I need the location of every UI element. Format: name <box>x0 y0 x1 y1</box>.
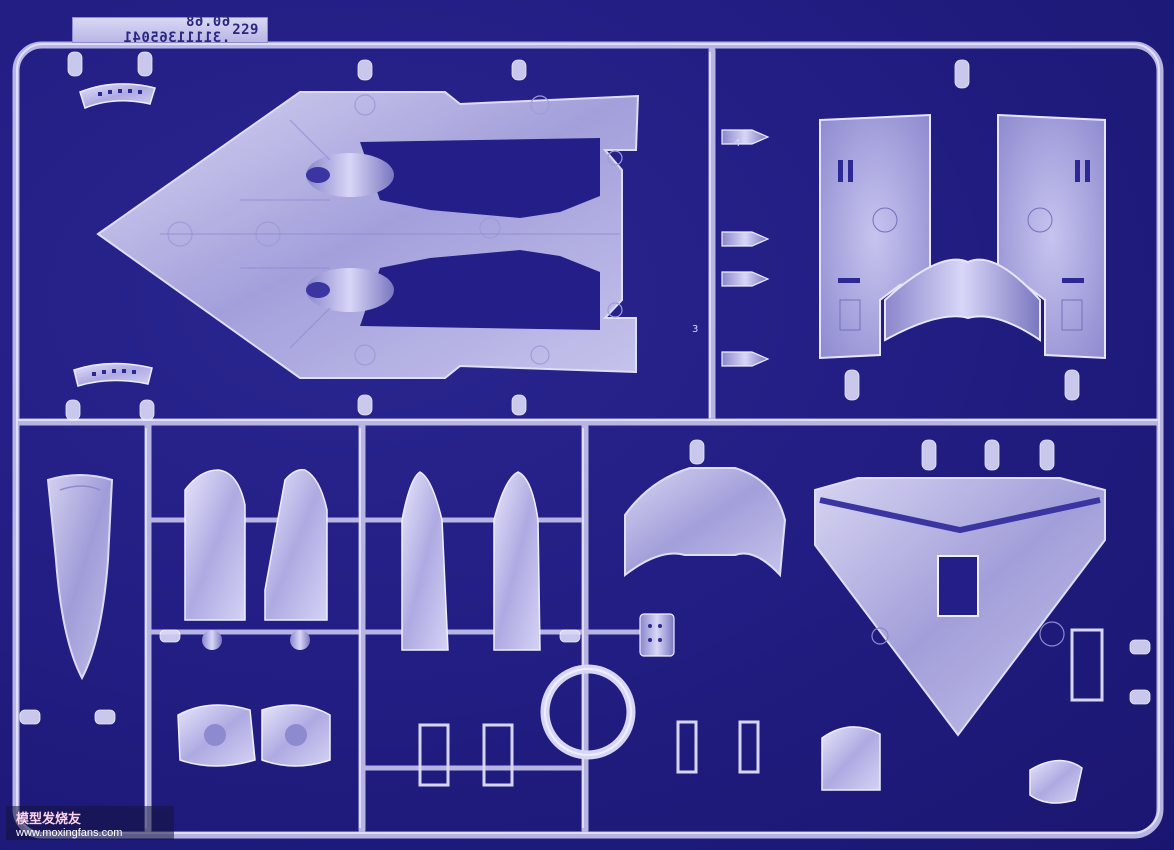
site-watermark: 模型发烧友 www.moxingfans.com <box>6 806 174 840</box>
hatch-part <box>1029 759 1083 804</box>
canopy-part <box>46 474 114 681</box>
gate-nubs <box>19 51 1151 725</box>
small-nozzle-parts <box>721 129 770 367</box>
exhaust-fairing-part <box>624 467 787 578</box>
lower-wing-part <box>814 477 1106 737</box>
ring-part <box>540 664 636 760</box>
gate-number-label: 3 <box>692 324 699 335</box>
ladder-parts <box>418 628 1104 787</box>
seat-part <box>821 726 881 791</box>
bay-center-part <box>884 258 1041 342</box>
sprue-tag: 60.68 .31111365041 229 <box>72 14 268 46</box>
sprue-tag-mirrored-text: 60.68 .31111365041 <box>123 14 231 46</box>
engine-face-parts <box>177 704 331 767</box>
small-grille-part <box>79 83 156 109</box>
gate-number-label: 4 <box>734 138 741 149</box>
sprue-tag-number: 229 <box>232 22 259 38</box>
pod-part-2 <box>264 468 328 650</box>
watermark-brand: 模型发烧友 <box>16 810 82 826</box>
pod-part-1 <box>184 469 246 650</box>
bay-panel-left-part <box>819 113 931 360</box>
pod-part-4 <box>493 471 541 651</box>
gear-detail-part <box>639 613 675 657</box>
upper-fuselage-part <box>96 91 640 379</box>
watermark-url: www.moxingfans.com <box>16 826 123 839</box>
pod-part-3 <box>401 471 449 651</box>
small-grille-part-2 <box>73 362 153 387</box>
